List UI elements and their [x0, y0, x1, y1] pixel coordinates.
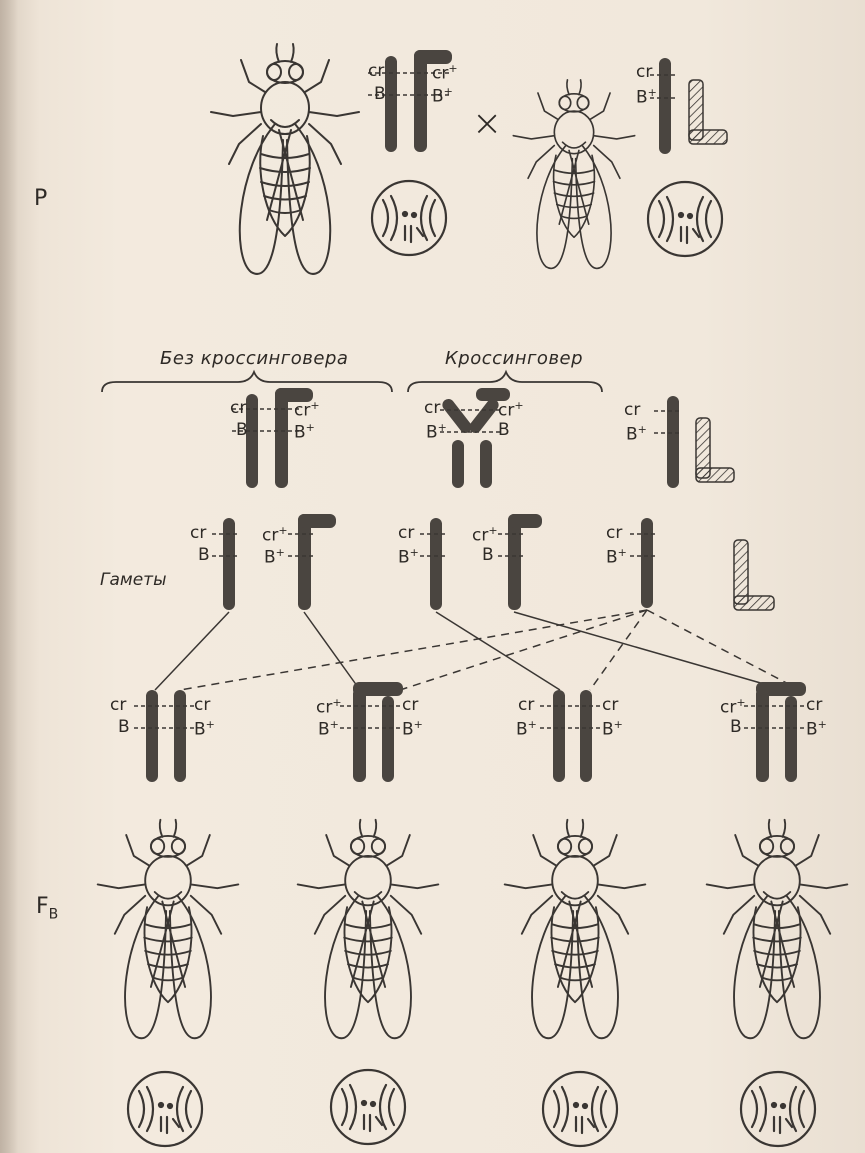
gene-label: B: [482, 547, 494, 564]
offspring-chromosomes: [146, 682, 806, 782]
gene-label: B+: [516, 719, 537, 739]
gene-label: B+: [294, 422, 315, 442]
gene-label: cr+: [498, 400, 524, 420]
gene-label: B+: [402, 719, 423, 739]
gene-label: cr+: [316, 697, 342, 717]
generation-fb-label: FB: [36, 896, 58, 921]
gene-label: B+: [626, 424, 647, 444]
gene-label: cr: [230, 400, 246, 417]
gene-label: B: [118, 719, 130, 736]
gene-label: B+: [264, 547, 285, 567]
gene-label: cr: [606, 525, 622, 542]
offspring-nucleus-3: [543, 1072, 617, 1146]
cross-symbol: ×: [472, 106, 502, 142]
gene-label: B: [730, 719, 742, 736]
gene-label: B: [236, 422, 248, 439]
offspring-nucleus-2: [331, 1070, 405, 1144]
gene-label: B+: [194, 719, 215, 739]
parent-male-nucleus: [648, 182, 722, 256]
offspring-nucleus-1: [128, 1072, 202, 1146]
gamete-4: [508, 514, 521, 610]
meiosis-male-chromosomes: [667, 396, 734, 488]
offspring-nucleus-4: [741, 1072, 815, 1146]
gene-label: B: [498, 422, 510, 439]
gametes-label: Гаметы: [100, 572, 167, 589]
gamete-3: [430, 518, 442, 610]
gene-label: cr: [518, 697, 534, 714]
crossover-heading: Кроссинговер: [445, 350, 583, 368]
gene-label: cr: [636, 64, 652, 81]
gene-label: B+: [602, 719, 623, 739]
gene-label: cr: [624, 402, 640, 419]
gene-label: cr+: [432, 63, 458, 83]
parent-male-chromosomes: [659, 58, 727, 154]
gene-label: cr: [110, 697, 126, 714]
gene-label: B+: [606, 547, 627, 567]
fertilization-lines: [155, 610, 800, 690]
offspring-fly-4: [707, 820, 848, 1038]
gene-label: cr+: [720, 697, 746, 717]
gene-label: cr: [424, 400, 440, 417]
no-crossover-heading: Без кроссинговера: [160, 350, 348, 368]
gene-label: B: [374, 86, 386, 103]
parent-male-fly: [513, 80, 634, 269]
no-crossover-brace: [102, 372, 392, 392]
gamete-5: [641, 518, 653, 608]
gene-label: cr+: [262, 525, 288, 545]
gene-label: B+: [426, 422, 447, 442]
gene-label: B+: [806, 719, 827, 739]
gene-label: cr+: [294, 400, 320, 420]
gene-label: B+: [398, 547, 419, 567]
offspring-gene-lines: [134, 706, 806, 728]
offspring-fly-1: [98, 820, 239, 1038]
gene-label: cr: [190, 525, 206, 542]
gamete-y-chromosome: [734, 540, 774, 610]
gene-label: cr: [368, 63, 384, 80]
gene-label: cr: [806, 697, 822, 714]
gene-label: B+: [636, 87, 657, 107]
gene-label: B: [198, 547, 210, 564]
gene-label: cr+: [472, 525, 498, 545]
parent-female-fly: [211, 44, 359, 274]
gene-label: B+: [432, 86, 453, 106]
parent-female-nucleus: [372, 181, 446, 255]
gamete-1: [223, 518, 235, 610]
gene-label: cr: [402, 697, 418, 714]
gene-label: cr: [398, 525, 414, 542]
offspring-fly-3: [505, 820, 646, 1038]
offspring-fly-2: [298, 820, 439, 1038]
gene-label: cr: [602, 697, 618, 714]
gene-label: cr: [194, 697, 210, 714]
gamete-2: [298, 514, 311, 610]
generation-p-label: P: [34, 188, 47, 210]
gene-label: B+: [318, 719, 339, 739]
